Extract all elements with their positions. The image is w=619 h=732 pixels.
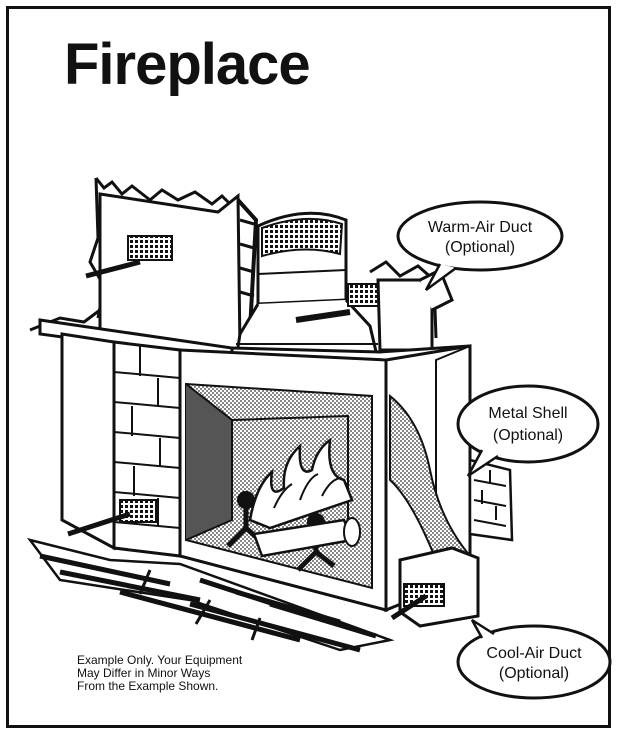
page-title: Fireplace: [64, 36, 310, 94]
callout-metal-shell-line1: Metal Shell: [488, 405, 567, 422]
callout-cool-air-duct-line1: Cool-Air Duct: [486, 645, 582, 662]
lower-vent-grille: [120, 500, 156, 522]
disclaimer-line-3: From the Example Shown.: [77, 680, 242, 693]
callout-warm-air-duct-line2: (Optional): [445, 239, 515, 256]
callout-cool-air-duct: Cool-Air Duct (Optional): [458, 620, 610, 698]
callout-metal-shell: Metal Shell (Optional): [458, 386, 598, 476]
callout-metal-shell-line2: (Optional): [493, 427, 563, 444]
callout-warm-air-duct-line1: Warm-Air Duct: [428, 219, 533, 236]
disclaimer-note: Example Only. Your Equipment May Differ …: [77, 654, 242, 693]
callout-warm-air-duct: Warm-Air Duct (Optional): [398, 202, 562, 290]
cool-air-duct: [392, 548, 478, 626]
upper-vent-grille: [128, 236, 172, 260]
callout-cool-air-duct-line2: (Optional): [499, 665, 569, 682]
upper-wall: [86, 194, 256, 350]
